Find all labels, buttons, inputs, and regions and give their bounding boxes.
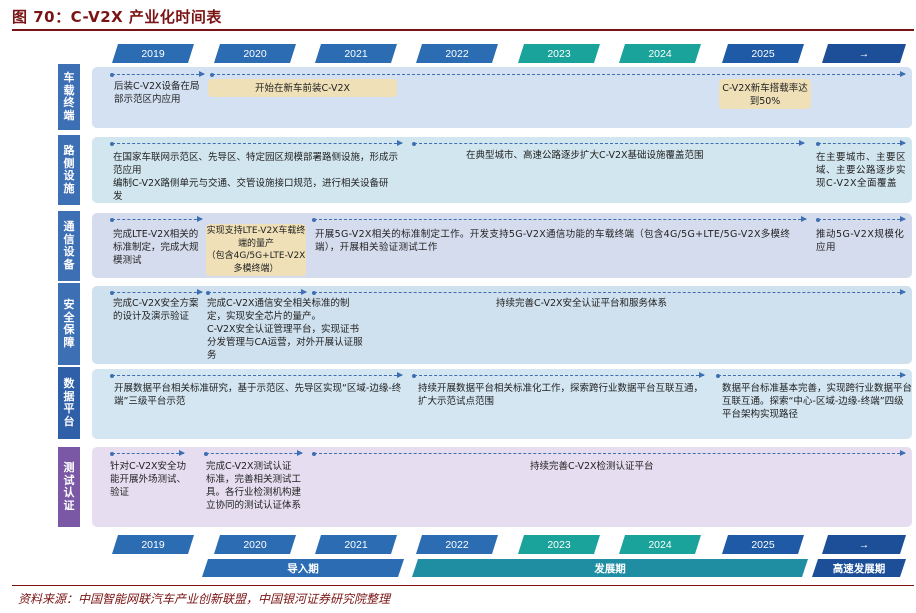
footer-rule (12, 585, 914, 586)
highlight-box (719, 79, 811, 109)
year-2022: 2022 (416, 535, 498, 554)
roadside-2025: 在主要城市、主要区域、主要公路逐步实现C-V2X全面覆盖 (816, 152, 907, 189)
timeline-arrow (716, 372, 906, 378)
row-label-roadside: 路侧设施 (58, 135, 80, 205)
timeline-arrow (204, 450, 303, 456)
timeline-arrow (110, 289, 203, 295)
highlight-box (206, 224, 306, 276)
year-bar-top: 2019 2020 2021 2022 2023 2024 2025 → (100, 44, 916, 63)
year-2020: 2020 (214, 44, 296, 63)
row-label-testing: 测试认证 (58, 447, 80, 527)
timeline-arrow (110, 140, 403, 146)
year-2021: 2021 (315, 44, 397, 63)
testing-2021-2025: 持续完善C-V2X检测认证平台 (530, 461, 654, 472)
timeline-arrow (412, 140, 805, 146)
data-platform-2025: 数据平台标准基本完善，实现跨行业数据平台互联互通。探索“中心-区域-边缘-终端”… (722, 383, 913, 420)
year-2023: 2023 (518, 535, 600, 554)
year-bar-bottom: 2019 2020 2021 2022 2023 2024 2025 → (100, 535, 916, 554)
timeline-arrow (110, 216, 203, 222)
vehicle-terminal-2025: C-V2X新车搭载率达到50% (722, 83, 808, 107)
comm-equipment-2019: 完成LTE-V2X相关的标准制定，完成大规模测试 (113, 229, 199, 266)
security-2019: 完成C-V2X安全方案的设计及演示验证 (113, 298, 199, 322)
year-2020: 2020 (214, 535, 296, 554)
year-2023: 2023 (518, 44, 600, 63)
timeline-arrow (206, 289, 307, 295)
title-rule (12, 29, 914, 31)
highlight-box (208, 79, 397, 97)
phase-introduction: 导入期 (202, 559, 404, 577)
year-2021: 2021 (315, 535, 397, 554)
timeline-arrow (312, 216, 807, 222)
figure-title: 图 70：C-V2X 产业化时间表 (12, 8, 222, 26)
timeline-arrow (110, 71, 205, 77)
timeline-arrow (816, 216, 906, 222)
comm-equipment-2021-2024: 开展5G-V2X相关的标准制定工作。开发支持5G-V2X通信功能的车载终端（包含… (315, 229, 791, 253)
row-bg-data-platform (92, 369, 912, 439)
comm-equipment-2020: 实现支持LTE-V2X车载终端的量产 （包含4G/5G+LTE-V2X多模终端） (206, 226, 306, 274)
year-2024: 2024 (619, 535, 701, 554)
timeline-arrow (110, 450, 185, 456)
timeline-arrow (312, 289, 906, 295)
data-platform-2022-2024: 持续开展数据平台相关标准化工作，探索跨行业数据平台互联互通，扩大示范试点范围 (418, 383, 704, 407)
timeline-arrow (312, 450, 906, 456)
year-next: → (822, 44, 906, 63)
year-2025: 2025 (722, 44, 804, 63)
row-label-security: 安全保障 (58, 283, 80, 365)
row-label-comm-equipment: 通信设备 (58, 211, 80, 281)
security-2020: 完成C-V2X通信安全相关标准的制定，实现安全芯片的量产。 C-V2X安全认证管… (207, 298, 363, 361)
timeline-arrow (210, 71, 906, 77)
year-2019: 2019 (112, 535, 194, 554)
phase-rapid-development: 高速发展期 (812, 559, 906, 577)
year-2025: 2025 (722, 535, 804, 554)
year-2019: 2019 (112, 44, 194, 63)
year-2024: 2024 (619, 44, 701, 63)
security-2021-2025: 持续完善C-V2X安全认证平台和服务体系 (496, 298, 668, 309)
comm-equipment-2025: 推动5G-V2X规模化应用 (816, 229, 905, 253)
year-2022: 2022 (416, 44, 498, 63)
roadside-2022-2024: 在典型城市、高速公路逐步扩大C-V2X基础设施覆盖范围 (466, 150, 704, 161)
row-bg-roadside (92, 137, 912, 203)
year-next: → (822, 535, 906, 554)
row-bg-security (92, 286, 912, 364)
timeline-arrow (816, 140, 906, 146)
timeline-arrow (412, 372, 705, 378)
vehicle-terminal-2019: 后装C-V2X设备在局部示范区内应用 (114, 81, 200, 105)
source-note: 资料来源：中国智能网联汽车产业创新联盟，中国银河证券研究院整理 (18, 592, 391, 606)
row-label-vehicle-terminal: 车载终端 (58, 64, 80, 130)
row-label-data-platform: 数据平台 (58, 367, 80, 439)
row-bg-testing (92, 447, 912, 527)
vehicle-terminal-2020: 开始在新车前装C-V2X (254, 83, 351, 94)
timeline-arrow (110, 372, 403, 378)
testing-2019: 针对C-V2X安全功能开展外场测试、验证 (110, 461, 187, 498)
roadside-2019-2021: 在国家车联网示范区、先导区、特定园区规模部署路侧设施，形成示范应用 编制C-V2… (113, 152, 399, 202)
testing-2020: 完成C-V2X测试认证标准，完善相关测试工具。各行业检测机构建立协同的测试认证体… (206, 461, 302, 511)
phase-development: 发展期 (412, 559, 808, 577)
data-platform-2019-2021: 开展数据平台相关标准研究，基于示范区、先导区实现“区域-边缘-终端”三级平台示范 (114, 383, 402, 407)
